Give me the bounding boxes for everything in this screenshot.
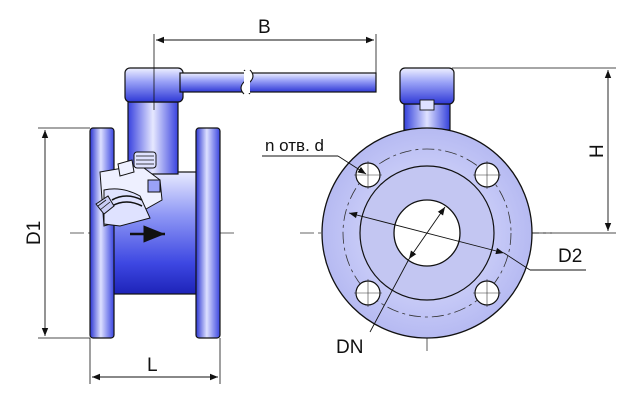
cutaway-section xyxy=(95,151,163,227)
dimension-B: B xyxy=(153,17,377,110)
holes-callout: n отв. d xyxy=(262,136,367,175)
label-H: H xyxy=(587,144,608,158)
bolt-circle xyxy=(342,148,512,318)
label-DN: DN xyxy=(336,337,363,358)
side-view xyxy=(70,67,377,339)
end-view xyxy=(300,67,552,355)
dimension-H: H xyxy=(452,67,616,234)
handle-lever xyxy=(179,72,377,93)
dn-callout: DN xyxy=(336,258,410,358)
label-holes: n отв. d xyxy=(265,136,324,155)
dimension-L: L xyxy=(89,338,221,384)
label-D2: D2 xyxy=(558,246,582,267)
handle-hub-end xyxy=(399,67,455,105)
dimension-D1: D1 xyxy=(24,127,90,339)
dimension-raised-face xyxy=(348,211,505,255)
left-flange xyxy=(89,127,115,339)
label-B: B xyxy=(258,17,271,38)
label-L: L xyxy=(147,355,158,376)
label-D1: D1 xyxy=(24,221,45,245)
right-flange xyxy=(195,127,221,339)
d2-callout: D2 xyxy=(503,246,586,271)
